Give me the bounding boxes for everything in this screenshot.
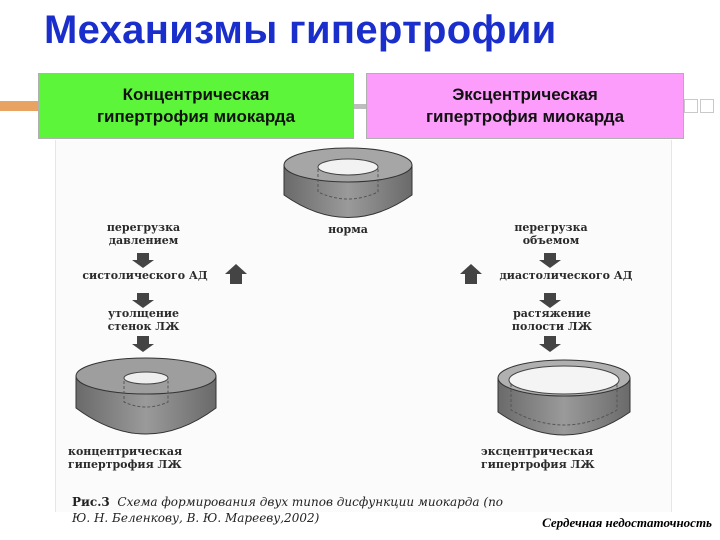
title-rule [0,99,720,113]
left-flow-arrows [132,253,247,352]
eccentric-ventricle-drawing [497,359,631,436]
footer-text: Сердечная недостаточность [542,515,712,530]
normal-ventricle-drawing [283,147,413,218]
right-result-label: эксцентрическая гипертрофия ЛЖ [481,445,595,471]
down-arrow-icon [132,253,154,268]
right-flow-arrows [460,253,561,352]
down-arrow-icon [132,293,154,308]
left-flow-step-3: утолщение стенок ЛЖ [107,307,180,333]
right-flow-step-1: перегрузка объемом [514,221,588,247]
down-arrow-icon [539,336,561,352]
rule-accent [0,101,38,111]
up-arrow-icon [225,264,247,284]
caption-text: Схема формирования двух типов дисфункции… [72,495,504,526]
figure-caption: Рис.3 Схема формирования двух типов дисф… [72,478,662,527]
down-arrow-icon [539,253,561,268]
right-flow-step-2: диастолического АД [499,269,633,282]
caption-prefix: Рис.3 [72,495,110,510]
concentric-ventricle-drawing [75,357,217,435]
left-flow-step-2: систолического АД [82,269,208,282]
down-arrow-icon [132,336,154,352]
rule-square [684,99,698,113]
up-arrow-icon [460,264,482,284]
diagram-figure: норма перегрузка давлением систолическог… [55,140,672,525]
rule-square [700,99,714,113]
concentric-header-box: Концентрическая гипертрофия миокарда [38,73,354,139]
down-arrow-icon [539,293,561,308]
slide-title: Механизмы гипертрофии [44,8,557,52]
left-flow-step-1: перегрузка давлением [106,221,181,247]
eccentric-header-box: Эксцентрическая гипертрофия миокарда [366,73,684,139]
left-result-label: концентрическая гипертрофия ЛЖ [68,445,183,471]
rule-line [38,104,680,109]
diagram-drawing [75,147,631,436]
right-flow-step-3: растяжение полости ЛЖ [511,307,593,333]
center-label-norma: норма [328,223,368,236]
